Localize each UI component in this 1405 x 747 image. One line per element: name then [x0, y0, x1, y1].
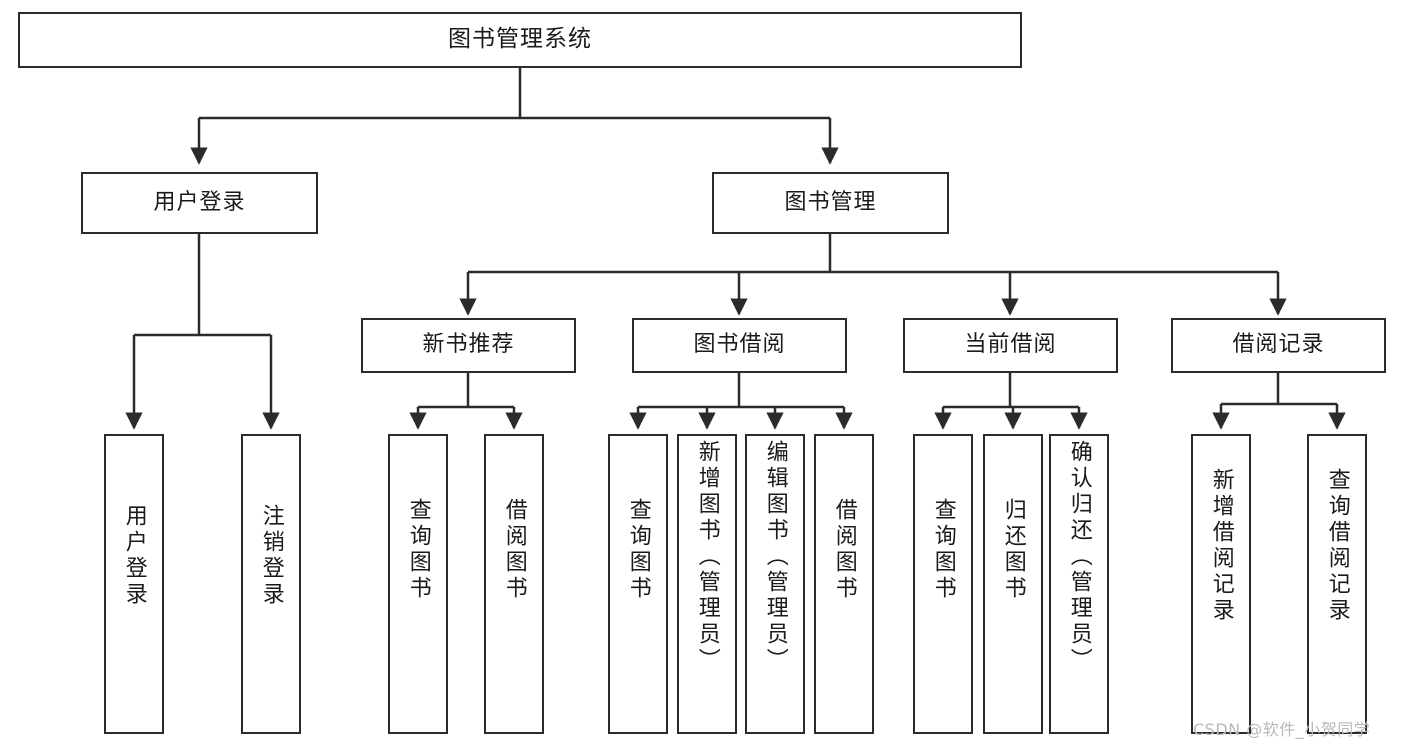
node-leaf-borrow-book-1[interactable]: 借阅图书: [484, 434, 544, 734]
node-leaf-query-record-label: 查询借阅记录: [1324, 468, 1350, 624]
node-user-login-label: 用户登录: [153, 189, 246, 215]
node-book-manage[interactable]: 图书管理: [712, 172, 949, 234]
node-leaf-user-logout[interactable]: 注销登录: [241, 434, 301, 734]
node-borrow-record-label: 借阅记录: [1232, 332, 1325, 358]
node-root-label: 图书管理系统: [448, 26, 592, 53]
node-leaf-user-login[interactable]: 用户登录: [104, 434, 164, 734]
node-leaf-query-book-3[interactable]: 查询图书: [913, 434, 973, 734]
node-user-login[interactable]: 用户登录: [81, 172, 318, 234]
node-leaf-borrow-book-2-label: 借阅图书: [831, 498, 857, 602]
node-leaf-confirm-return[interactable]: 确认归还（管理员）: [1049, 434, 1109, 734]
node-leaf-edit-book-label: 编辑图书（管理员）: [762, 440, 788, 674]
node-leaf-query-record[interactable]: 查询借阅记录: [1307, 434, 1367, 734]
node-leaf-query-book-1[interactable]: 查询图书: [388, 434, 448, 734]
node-leaf-query-book-1-label: 查询图书: [405, 498, 431, 602]
node-leaf-query-book-3-label: 查询图书: [930, 498, 956, 602]
node-new-book-rec[interactable]: 新书推荐: [361, 318, 576, 373]
node-leaf-return-book-label: 归还图书: [1000, 498, 1026, 602]
node-leaf-add-record-label: 新增借阅记录: [1208, 468, 1234, 624]
node-book-borrow[interactable]: 图书借阅: [632, 318, 847, 373]
node-book-manage-label: 图书管理: [784, 189, 877, 215]
csdn-watermark: CSDN @软件_小贺同学: [1193, 720, 1371, 739]
node-current-borrow[interactable]: 当前借阅: [903, 318, 1118, 373]
node-leaf-add-book-label: 新增图书（管理员）: [694, 440, 720, 674]
node-leaf-user-logout-label: 注销登录: [258, 504, 284, 608]
node-leaf-return-book[interactable]: 归还图书: [983, 434, 1043, 734]
node-leaf-confirm-return-label: 确认归还（管理员）: [1066, 440, 1092, 674]
node-leaf-edit-book[interactable]: 编辑图书（管理员）: [745, 434, 805, 734]
node-leaf-borrow-book-1-label: 借阅图书: [501, 498, 527, 602]
node-leaf-user-login-label: 用户登录: [121, 504, 147, 608]
node-root[interactable]: 图书管理系统: [18, 12, 1022, 68]
node-new-book-rec-label: 新书推荐: [422, 332, 515, 358]
node-leaf-borrow-book-2[interactable]: 借阅图书: [814, 434, 874, 734]
node-borrow-record[interactable]: 借阅记录: [1171, 318, 1386, 373]
node-current-borrow-label: 当前借阅: [964, 332, 1057, 358]
node-leaf-query-book-2-label: 查询图书: [625, 498, 651, 602]
node-leaf-query-book-2[interactable]: 查询图书: [608, 434, 668, 734]
node-leaf-add-book[interactable]: 新增图书（管理员）: [677, 434, 737, 734]
node-book-borrow-label: 图书借阅: [693, 332, 786, 358]
node-leaf-add-record[interactable]: 新增借阅记录: [1191, 434, 1251, 734]
